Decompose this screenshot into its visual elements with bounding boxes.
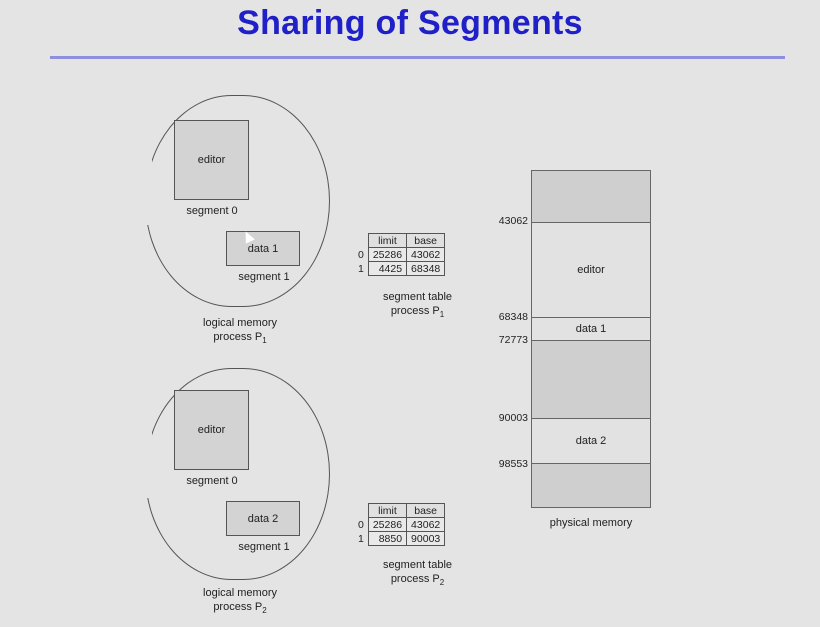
pm-data1-block: data 1 xyxy=(531,317,651,340)
pm-boundary xyxy=(531,340,651,341)
address-label: 72773 xyxy=(498,334,528,346)
address-label: 98553 xyxy=(498,458,528,470)
segment1-label-p2: segment 1 xyxy=(238,541,290,553)
data1-segment-p1: data 1 xyxy=(226,231,300,266)
base-header: base xyxy=(406,233,446,248)
caption-line2-p1: process P1 xyxy=(213,331,267,346)
table-row: 1 8850 90003 xyxy=(358,531,446,546)
pm-boundary xyxy=(531,463,651,464)
limit-cell: 4425 xyxy=(367,261,408,276)
limit-cell: 25286 xyxy=(367,517,408,532)
table-row: 0 25286 43062 xyxy=(358,517,446,532)
pm-boundary xyxy=(531,418,651,419)
slide-title: Sharing of Segments xyxy=(237,4,583,42)
outline-gap-p2 xyxy=(140,428,152,498)
logical-memory-caption-p2: logical memory process P2 xyxy=(203,587,277,616)
pm-boundary xyxy=(531,317,651,318)
title-underline xyxy=(50,56,785,59)
pm-free-block xyxy=(531,340,651,418)
segment-table-caption-p2: segment table process P2 xyxy=(382,559,453,588)
address-label: 43062 xyxy=(498,215,528,227)
base-cell: 68348 xyxy=(406,261,446,276)
segment-table-caption-p1: segment table process P1 xyxy=(382,291,453,320)
segment-table-p1: limit base 0 25286 43062 1 4425 68348 xyxy=(358,233,446,276)
base-cell: 43062 xyxy=(406,517,446,532)
editor-segment-p2: editor xyxy=(174,390,249,470)
limit-header: limit xyxy=(367,503,408,518)
table-row: 0 25286 43062 xyxy=(358,247,446,262)
table-row: 1 4425 68348 xyxy=(358,261,446,276)
pm-free-block xyxy=(531,170,651,222)
caption-line1-p1: logical memory xyxy=(203,317,277,329)
pm-boundary xyxy=(531,222,651,223)
segment1-label-p1: segment 1 xyxy=(238,271,290,283)
data2-segment-p2: data 2 xyxy=(226,501,300,536)
logical-memory-caption-p1: logical memory process P1 xyxy=(180,316,300,348)
limit-cell: 8850 xyxy=(367,531,408,546)
physical-memory-caption: physical memory xyxy=(549,517,633,529)
segment0-label-p1: segment 0 xyxy=(186,205,238,217)
address-label: 68348 xyxy=(498,311,528,323)
limit-cell: 25286 xyxy=(367,247,408,262)
pm-editor-block: editor xyxy=(531,222,651,317)
address-label: 90003 xyxy=(498,412,528,424)
segment0-label-p2: segment 0 xyxy=(186,475,238,487)
pm-data2-block: data 2 xyxy=(531,418,651,463)
segment-table-p2: limit base 0 25286 43062 1 8850 90003 xyxy=(358,503,446,546)
editor-segment-p1: editor xyxy=(174,120,249,200)
pm-free-block xyxy=(531,463,651,508)
base-cell: 43062 xyxy=(406,247,446,262)
outline-gap-p1 xyxy=(140,155,152,225)
limit-header: limit xyxy=(367,233,408,248)
base-header: base xyxy=(406,503,446,518)
base-cell: 90003 xyxy=(406,531,446,546)
